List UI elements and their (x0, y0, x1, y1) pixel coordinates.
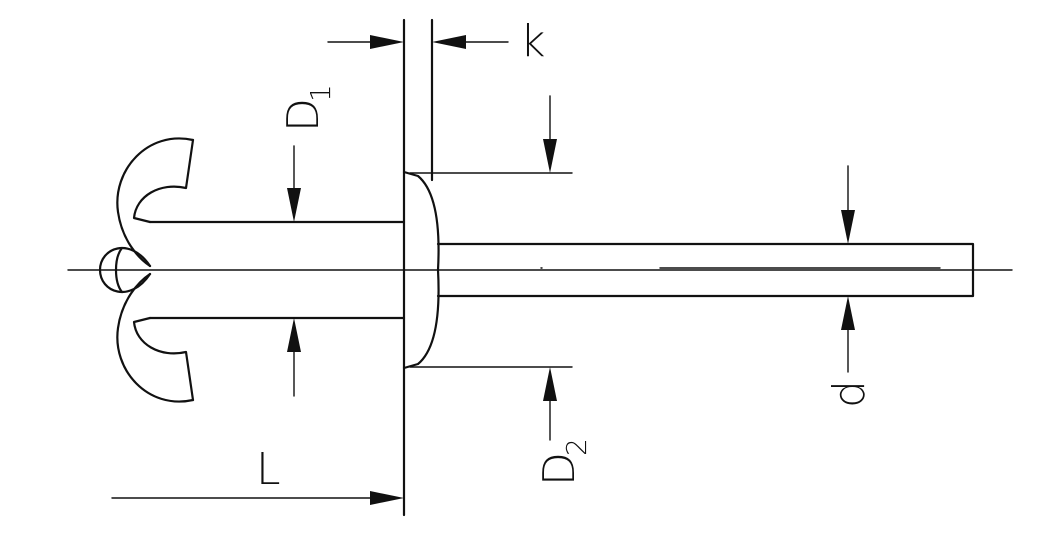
k-arrow-left-head (370, 35, 404, 49)
mandrel (436, 242, 975, 298)
label-k: k (520, 16, 545, 67)
d1-arrow-top-head (287, 188, 301, 222)
label-d-group: d (824, 380, 875, 408)
label-d1: D 1 (278, 84, 337, 132)
mandrel-ball-inner (114, 246, 124, 294)
l-arrow-head (370, 491, 404, 505)
rivet-head (402, 170, 440, 370)
label-d2-main: D (534, 452, 585, 486)
petal-bottom-inner (132, 316, 195, 402)
k-arrow-right-head (432, 35, 466, 49)
label-l: L (256, 444, 281, 495)
label-d1-sub: 1 (304, 84, 337, 102)
label-d: d (824, 380, 875, 408)
d1-arrow-bottom-head (287, 318, 301, 352)
d2-arrow-top-head (543, 139, 557, 173)
d-arrow-top-head (841, 210, 855, 244)
label-d2: D 2 (534, 438, 593, 486)
d2-arrow-bottom-head (543, 367, 557, 401)
petal-bottom-outer (116, 272, 195, 403)
label-d1-main: D (278, 98, 329, 132)
d-arrow-bottom-head (841, 296, 855, 330)
label-d2-sub: 2 (560, 438, 593, 456)
petal-top-outer (116, 137, 195, 268)
petal-top-inner (132, 138, 195, 224)
mandrel-ball (98, 247, 152, 293)
